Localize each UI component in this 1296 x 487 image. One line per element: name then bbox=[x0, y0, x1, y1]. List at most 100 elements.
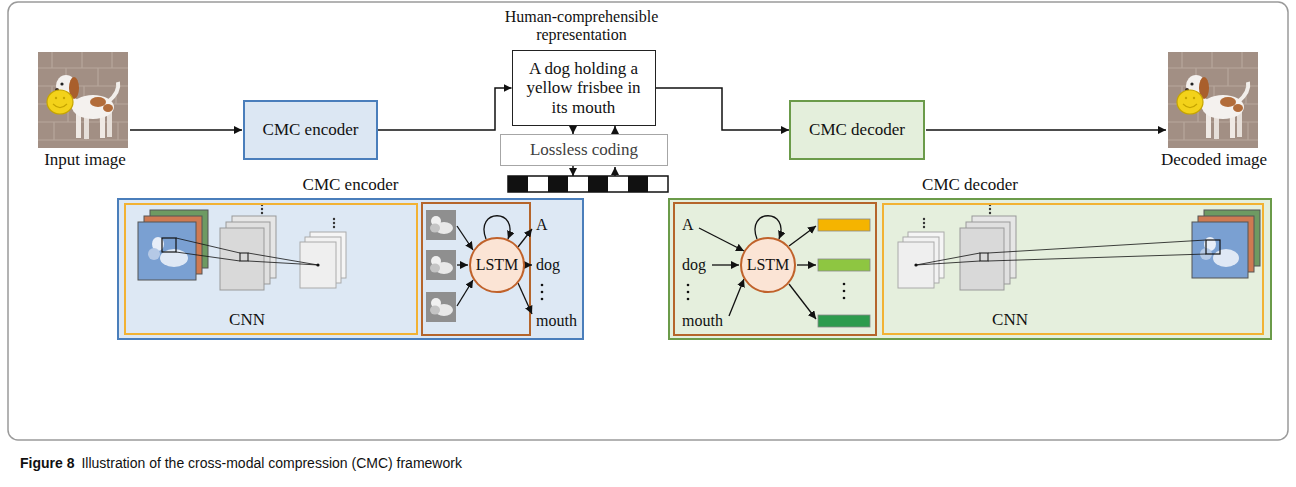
feature-maps-part bbox=[333, 218, 335, 220]
bitstream-part bbox=[508, 176, 528, 192]
figure-caption: Illustration of the cross-modal compress… bbox=[81, 454, 461, 472]
node-text: CMC encoder bbox=[263, 120, 359, 140]
feature-maps-part bbox=[305, 237, 341, 283]
connector-arrow bbox=[614, 126, 616, 134]
lstm-arrows bbox=[699, 216, 816, 319]
lstm-arrows-part bbox=[755, 216, 781, 239]
input-layers-part bbox=[152, 237, 164, 251]
feature-maps-part bbox=[914, 263, 917, 266]
lstm-arrows-part bbox=[457, 280, 473, 306]
ellipsis-dots-part bbox=[687, 284, 690, 287]
bitstream-arrow bbox=[614, 167, 616, 176]
input-photo bbox=[38, 52, 128, 148]
feature-maps-part bbox=[980, 253, 988, 261]
connector-arrow bbox=[656, 88, 790, 130]
ellipsis-dots-part bbox=[843, 297, 846, 300]
bitstream-part bbox=[548, 176, 568, 192]
lstm-arrows-part bbox=[797, 264, 816, 265]
output-layers-part bbox=[1200, 248, 1212, 260]
lstm-frame bbox=[674, 203, 876, 335]
figure-number: Figure 8 bbox=[20, 454, 74, 472]
representation-box: Human-comprehensible representationA dog… bbox=[512, 50, 656, 126]
output-layers-part bbox=[1192, 222, 1248, 278]
feature-maps-part bbox=[923, 218, 925, 220]
ellipsis-dots-part bbox=[541, 298, 544, 301]
region-thumbnail bbox=[426, 210, 456, 240]
node-text: CMC decoder bbox=[809, 120, 905, 140]
bitstream-part bbox=[528, 176, 548, 192]
bitstream-part bbox=[568, 176, 588, 192]
encoder-panel: CMC encoderCNNLSTM bbox=[117, 198, 584, 340]
output-layers-part bbox=[1213, 249, 1239, 267]
bitstream-part bbox=[648, 176, 668, 192]
input-layers-part bbox=[150, 210, 208, 268]
feature-maps-part bbox=[923, 226, 925, 228]
feature-maps-part bbox=[261, 212, 263, 214]
lstm-arrows-part bbox=[789, 284, 816, 319]
lstm-arrows bbox=[457, 216, 532, 314]
caption-text: A dog holding a yellow frisbee in its mo… bbox=[518, 59, 650, 118]
lstm-arrows-part bbox=[457, 226, 473, 250]
input-layers-part bbox=[138, 222, 196, 280]
feature-maps-part bbox=[310, 232, 346, 278]
lstm-arrows-part bbox=[699, 228, 744, 251]
lstm-circle: LSTM bbox=[740, 237, 796, 293]
connector-arrow bbox=[572, 126, 574, 134]
ellipsis-dots-part bbox=[843, 290, 846, 293]
lstm-arrows-part bbox=[789, 226, 816, 246]
decoded-photo bbox=[1168, 52, 1258, 148]
feature-maps-part bbox=[176, 238, 318, 265]
node-text: LSTM bbox=[747, 256, 790, 274]
image-label: Decoded image bbox=[1161, 151, 1267, 169]
feature-maps-part bbox=[903, 237, 939, 283]
lstm-arrows-part bbox=[729, 279, 744, 316]
node-text: CNN bbox=[992, 310, 1028, 330]
output-layers-part bbox=[1204, 210, 1260, 266]
output-layers bbox=[1192, 210, 1260, 278]
lstm-arrows-part bbox=[457, 264, 468, 265]
bitstream bbox=[508, 176, 668, 192]
ellipsis-dots-part bbox=[541, 284, 544, 287]
lstm-arrows-part bbox=[484, 216, 510, 239]
panel-heading: CMC decoder bbox=[870, 175, 1070, 195]
input-layers-part bbox=[144, 216, 202, 274]
decoder-box: CMC decoder bbox=[789, 100, 925, 160]
feature-maps-part bbox=[333, 226, 335, 228]
feature-maps-part bbox=[989, 208, 991, 210]
decoder-panel: CMC decoderLSTMCNN bbox=[668, 198, 1272, 340]
feature-maps-part bbox=[908, 232, 944, 278]
cnn-box: CNN bbox=[124, 203, 418, 335]
feature-maps bbox=[176, 204, 346, 290]
feature-maps-part bbox=[300, 242, 336, 288]
encoder-box: CMC encoder bbox=[243, 100, 378, 160]
ellipsis-dots-part bbox=[541, 291, 544, 294]
input-layers-part bbox=[160, 249, 188, 267]
bitstream-part bbox=[588, 176, 608, 192]
input-arrow bbox=[130, 129, 242, 131]
lossless-box: Lossless coding bbox=[500, 134, 668, 166]
output-layers-part bbox=[1198, 216, 1254, 272]
input-layers-part bbox=[148, 248, 160, 260]
figure-frame bbox=[8, 2, 1288, 440]
word-token: A bbox=[536, 216, 548, 234]
lstm-arrows-part bbox=[518, 283, 532, 314]
output-arrow bbox=[926, 129, 1166, 131]
ellipsis-dots-part bbox=[687, 291, 690, 294]
image-label: Input image bbox=[44, 151, 126, 169]
ellipsis-dots bbox=[541, 284, 544, 301]
bitstream-part bbox=[628, 176, 648, 192]
lstm-arrows-part bbox=[712, 264, 739, 265]
receptive-lines bbox=[916, 240, 1206, 265]
feature-maps-part bbox=[960, 228, 1004, 290]
region-thumbnail bbox=[426, 250, 456, 280]
node-text: Lossless coding bbox=[530, 140, 638, 160]
lstm-arrows-part bbox=[518, 229, 532, 247]
feature-maps-part bbox=[232, 216, 276, 278]
embedding-bars-part bbox=[818, 259, 870, 271]
representation-heading: Human-comprehensible representation bbox=[487, 8, 677, 45]
word-token: mouth bbox=[536, 312, 577, 330]
bitstream-part bbox=[608, 176, 628, 192]
feature-maps-part bbox=[923, 222, 925, 224]
feature-maps bbox=[898, 204, 1016, 290]
node-text: LSTM bbox=[476, 256, 519, 274]
